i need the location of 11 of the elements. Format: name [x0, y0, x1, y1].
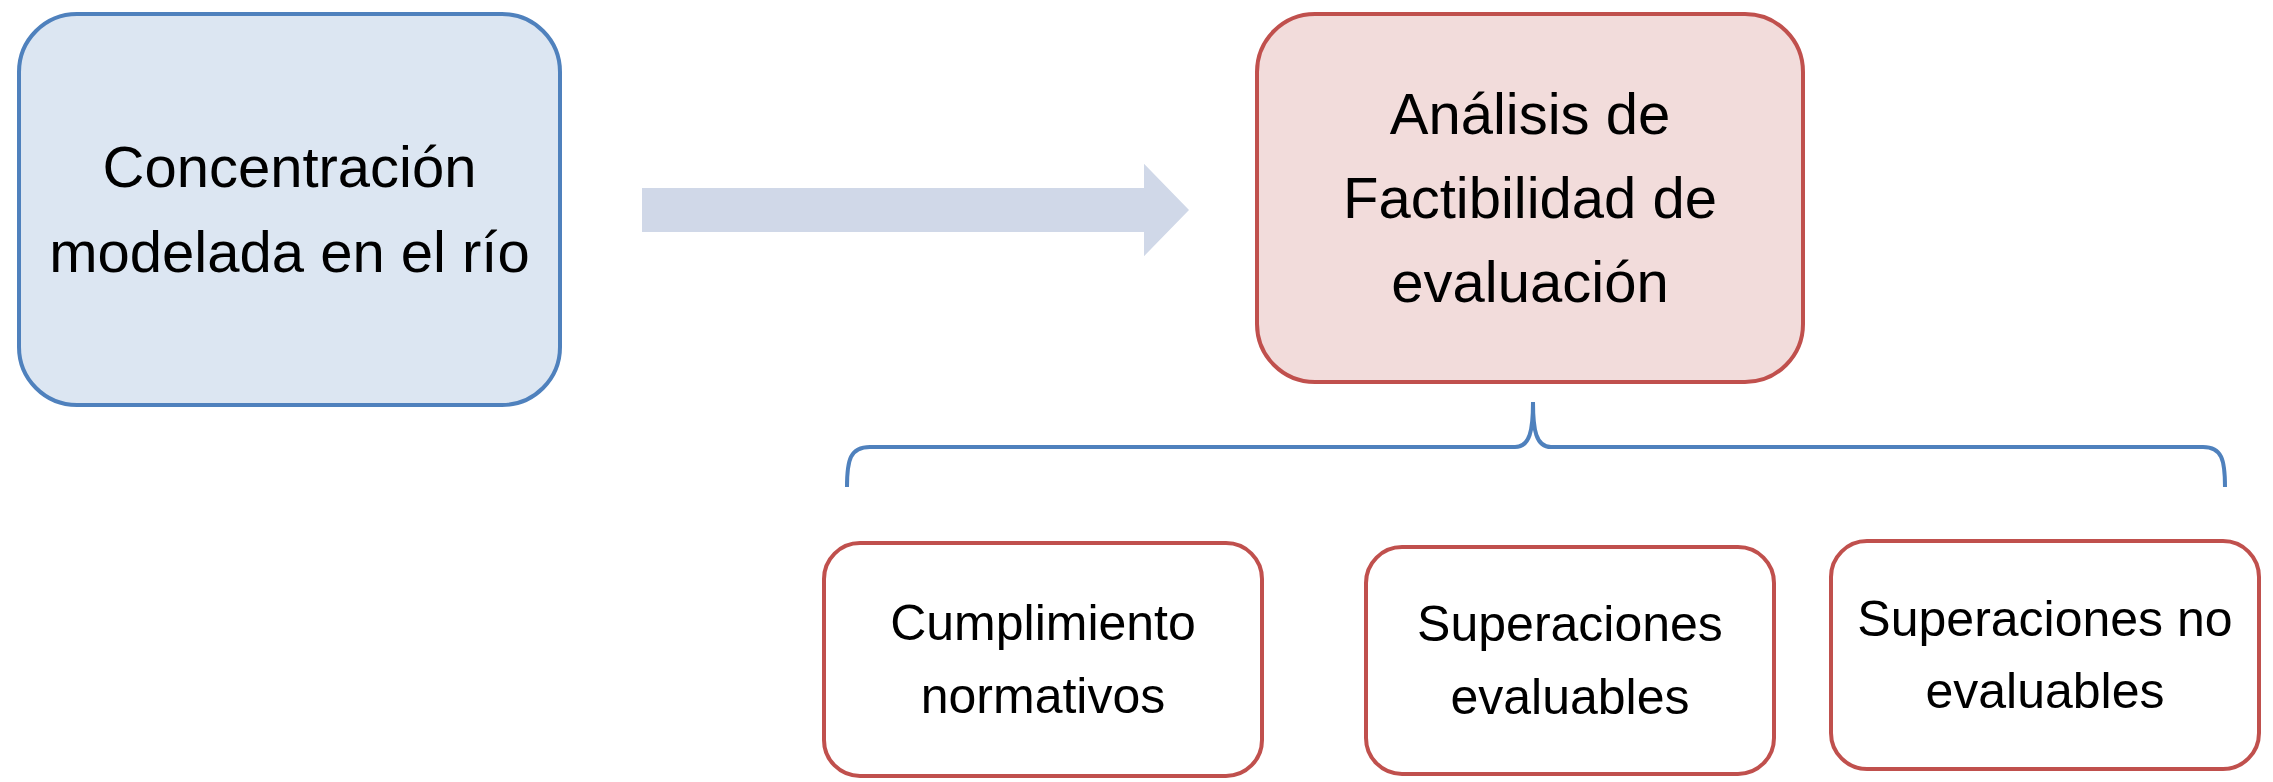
box-label: Superaciones no evaluables	[1856, 589, 2234, 721]
box-label: Análisis de Factibilidad de evaluación	[1342, 79, 1718, 317]
box-label: Cumplimiento normativos	[889, 594, 1197, 726]
process-box	[1255, 12, 1805, 384]
process-box	[822, 541, 1264, 778]
process-box	[1364, 545, 1776, 776]
process-box	[17, 12, 562, 407]
process-box	[1829, 539, 2261, 771]
box-label: Superaciones evaluables	[1416, 595, 1724, 727]
box-label: Concentración modelada en el río	[48, 133, 531, 286]
arrow	[642, 163, 1189, 257]
